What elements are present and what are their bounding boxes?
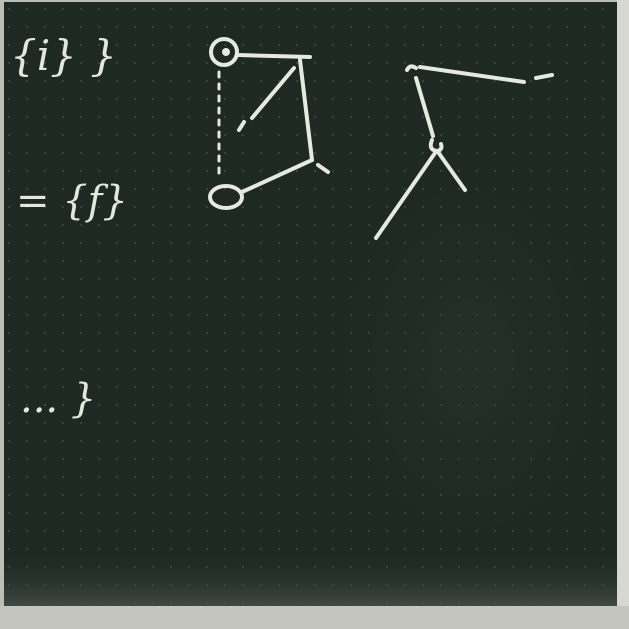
chalk-note-2: = {f}	[16, 178, 128, 224]
left-diagram	[208, 37, 330, 210]
eraser-smudge	[340, 180, 600, 540]
right-diagram	[374, 64, 554, 240]
top-node	[209, 37, 239, 67]
chalk-note-3: ... }	[20, 376, 96, 422]
chalk-dust	[4, 555, 617, 608]
chalk-tray	[0, 606, 629, 629]
chalk-note-1: {i} }	[10, 31, 117, 80]
board-edge	[617, 0, 629, 629]
bottom-node	[208, 184, 244, 210]
